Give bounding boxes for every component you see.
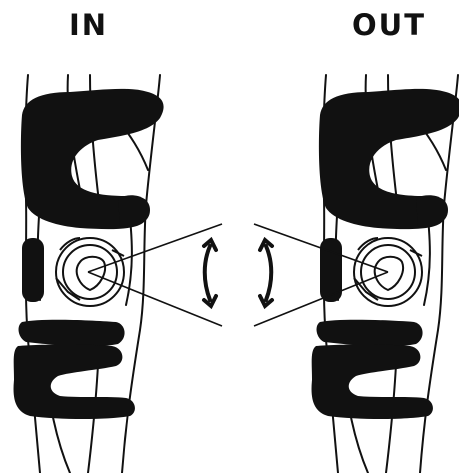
out-rotation-arrow-icon	[260, 240, 272, 306]
in-knee-brace-drawing	[14, 75, 164, 473]
in-rotation-arrow-icon	[204, 240, 216, 306]
out-knee-brace-drawing	[312, 75, 459, 473]
in-angle-lines	[88, 224, 222, 326]
